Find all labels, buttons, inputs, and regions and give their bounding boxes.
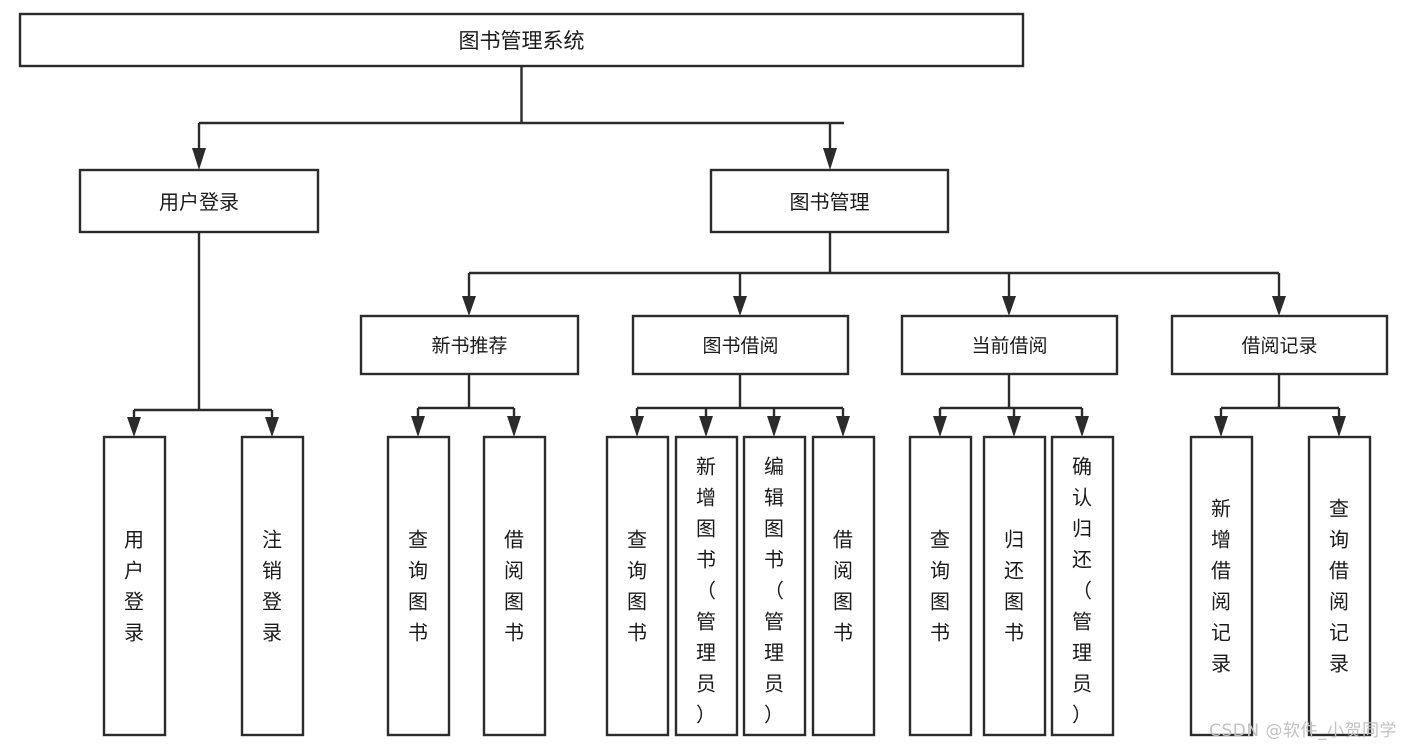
node-root-label: 图书管理系统	[459, 29, 585, 53]
node-leaf-query-record-box[interactable]	[1307, 435, 1372, 737]
connector-group-root	[192, 66, 844, 170]
node-leaf-query-book-rec[interactable]: 查询图书	[386, 435, 451, 737]
connector-group-book-borrow	[630, 374, 850, 437]
node-leaf-edit-book-admin-box[interactable]	[742, 435, 807, 737]
node-book-management-label: 图书管理	[790, 190, 870, 214]
node-leaf-user-logout-box[interactable]	[240, 435, 305, 737]
node-leaf-query-book-rec-box[interactable]	[386, 435, 451, 737]
arrowhead-book-management	[823, 148, 837, 170]
node-borrow-record[interactable]: 借阅记录	[1170, 314, 1389, 376]
connector-group-book-management	[462, 232, 1286, 316]
node-leaf-query-book-brw[interactable]: 查询图书	[605, 435, 670, 737]
connector-group-current-borrow	[933, 374, 1089, 437]
arrowhead-book-borrow	[733, 296, 747, 316]
arrowhead-leaf-confirm-return	[1075, 416, 1089, 437]
node-leaf-confirm-return-label: 确认归还（管理员）	[1072, 455, 1092, 727]
node-current-borrow[interactable]: 当前借阅	[900, 314, 1119, 376]
node-leaf-add-book-admin[interactable]: 新增图书（管理员）	[674, 435, 739, 737]
node-leaf-add-record-box[interactable]	[1189, 435, 1254, 737]
node-leaf-query-book-brw-box[interactable]	[605, 435, 670, 737]
node-leaf-query-book-cur-label: 查询图书	[930, 528, 950, 645]
arrowhead-user-login	[192, 148, 206, 170]
node-borrow-record-label: 借阅记录	[1241, 335, 1317, 357]
node-leaf-query-record-label: 查询借阅记录	[1329, 497, 1349, 676]
node-book-borrow-label: 图书借阅	[702, 335, 778, 357]
node-root[interactable]: 图书管理系统	[18, 12, 1025, 68]
connector-group-new-book-recommend	[411, 374, 521, 437]
node-leaf-query-book-rec-label: 查询图书	[408, 528, 428, 645]
node-leaf-query-book-cur[interactable]: 查询图书	[908, 435, 973, 737]
connector-group-user-login	[127, 232, 279, 437]
node-leaf-user-login-label: 用户登录	[124, 528, 144, 645]
node-leaf-return-book-label: 归还图书	[1004, 528, 1024, 645]
node-leaf-query-book-brw-label: 查询图书	[627, 528, 647, 645]
node-leaf-query-book-cur-box[interactable]	[908, 435, 973, 737]
arrowhead-leaf-query-record	[1332, 416, 1346, 437]
arrowhead-leaf-query-book-brw	[630, 416, 644, 437]
node-borrow-record-box[interactable]	[1170, 314, 1389, 376]
node-new-book-recommend-label: 新书推荐	[431, 335, 507, 357]
node-new-book-recommend-box[interactable]	[359, 314, 580, 376]
node-current-borrow-box[interactable]	[900, 314, 1119, 376]
node-leaf-confirm-return[interactable]: 确认归还（管理员）	[1050, 435, 1115, 737]
arrowhead-leaf-return-book	[1007, 416, 1021, 437]
arrowhead-leaf-borrow-book-brw	[836, 416, 850, 437]
connector-group-borrow-record	[1214, 374, 1346, 437]
arrowhead-new-book-recommend	[462, 296, 476, 316]
arrowhead-leaf-query-book-cur	[933, 416, 947, 437]
node-leaf-confirm-return-box[interactable]	[1050, 435, 1115, 737]
node-leaf-return-book-box[interactable]	[982, 435, 1047, 737]
arrowhead-leaf-add-record	[1214, 416, 1228, 437]
node-leaf-user-logout-label: 注销登录	[262, 528, 282, 645]
node-leaf-borrow-book-brw-label: 借阅图书	[833, 528, 853, 645]
node-leaf-user-login[interactable]: 用户登录	[102, 435, 167, 737]
node-leaf-user-login-box[interactable]	[102, 435, 167, 737]
csdn-watermark: CSDN @软件_小贺同学	[1209, 721, 1397, 741]
node-user-login-box[interactable]	[78, 168, 320, 234]
arrowhead-leaf-user-logout	[265, 417, 279, 437]
node-leaf-edit-book-admin-label: 编辑图书（管理员）	[764, 455, 784, 727]
arrowhead-leaf-add-book-admin	[699, 416, 713, 437]
node-leaf-borrow-book-rec-box[interactable]	[482, 435, 547, 737]
node-leaf-borrow-book-rec-label: 借阅图书	[504, 528, 524, 645]
node-book-borrow-box[interactable]	[631, 314, 850, 376]
node-leaf-edit-book-admin[interactable]: 编辑图书（管理员）	[742, 435, 807, 737]
node-leaf-user-logout[interactable]: 注销登录	[240, 435, 305, 737]
node-leaf-return-book[interactable]: 归还图书	[982, 435, 1047, 737]
node-leaf-query-record[interactable]: 查询借阅记录	[1307, 435, 1372, 737]
arrowhead-leaf-query-book-rec	[411, 416, 425, 437]
arrowhead-leaf-user-login	[127, 417, 141, 437]
node-book-management[interactable]: 图书管理	[709, 168, 950, 234]
node-leaf-borrow-book-brw[interactable]: 借阅图书	[811, 435, 876, 737]
arrowhead-leaf-edit-book-admin	[767, 416, 781, 437]
arrowhead-borrow-record	[1272, 296, 1286, 316]
node-leaf-add-book-admin-box[interactable]	[674, 435, 739, 737]
node-leaf-add-record-label: 新增借阅记录	[1211, 497, 1231, 676]
node-leaf-add-record[interactable]: 新增借阅记录	[1189, 435, 1254, 737]
arrowhead-current-borrow	[1002, 296, 1016, 316]
node-leaf-borrow-book-brw-box[interactable]	[811, 435, 876, 737]
node-book-management-box[interactable]	[709, 168, 950, 234]
node-new-book-recommend[interactable]: 新书推荐	[359, 314, 580, 376]
node-user-login-label: 用户登录	[159, 190, 239, 214]
arrowhead-leaf-borrow-book-rec	[507, 416, 521, 437]
node-user-login[interactable]: 用户登录	[78, 168, 320, 234]
node-leaf-borrow-book-rec[interactable]: 借阅图书	[482, 435, 547, 737]
node-leaf-add-book-admin-label: 新增图书（管理员）	[696, 455, 716, 727]
node-book-borrow[interactable]: 图书借阅	[631, 314, 850, 376]
node-root-box[interactable]	[18, 12, 1025, 68]
node-current-borrow-label: 当前借阅	[971, 335, 1047, 357]
